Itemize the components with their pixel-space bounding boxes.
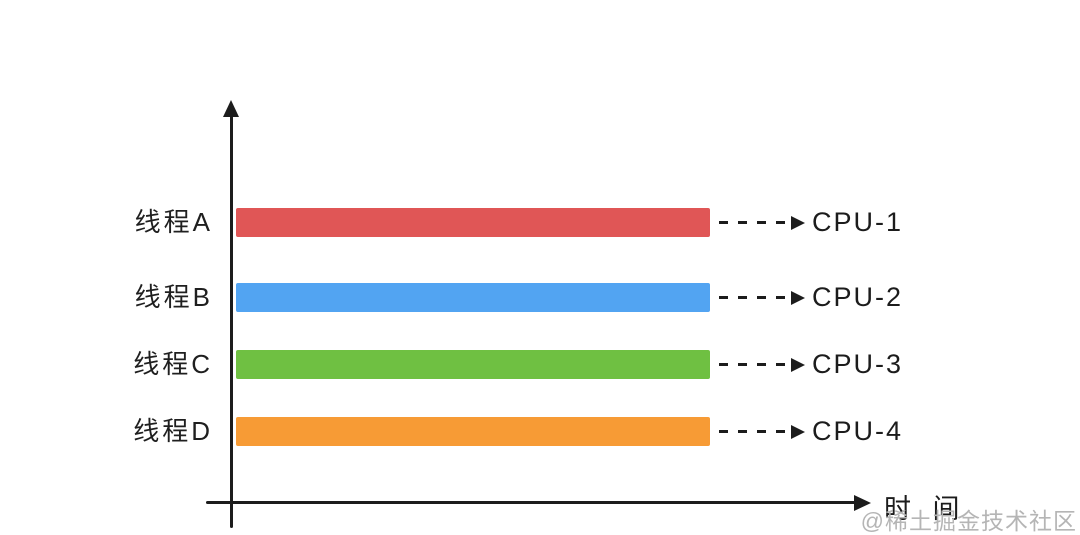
cpu-label: CPU-2 bbox=[812, 282, 904, 312]
dashed-line bbox=[719, 430, 791, 434]
thread-label: 线程C bbox=[133, 349, 213, 379]
x-axis-line bbox=[206, 501, 856, 504]
x-axis-arrow-icon bbox=[854, 494, 871, 511]
thread-execution-bar bbox=[236, 350, 710, 379]
cpu-label: CPU-3 bbox=[812, 349, 904, 379]
y-axis-line bbox=[230, 116, 233, 528]
thread-row: 线程D CPU-4 bbox=[0, 417, 1080, 446]
cpu-label: CPU-1 bbox=[812, 207, 904, 237]
dashed-arrow bbox=[719, 417, 809, 446]
arrow-head-icon bbox=[791, 290, 805, 305]
dashed-line bbox=[719, 363, 791, 367]
arrow-head-icon bbox=[791, 215, 805, 230]
thread-row: 线程B CPU-2 bbox=[0, 283, 1080, 312]
y-axis-arrow-icon bbox=[223, 100, 239, 117]
dashed-arrow bbox=[719, 350, 809, 379]
dashed-line bbox=[719, 296, 791, 300]
watermark: @稀土掘金技术社区 bbox=[860, 508, 1077, 534]
thread-row: 线程C CPU-3 bbox=[0, 350, 1080, 379]
thread-label: 线程D bbox=[133, 416, 213, 446]
thread-execution-bar bbox=[236, 208, 710, 237]
arrow-head-icon bbox=[791, 357, 805, 372]
dashed-line bbox=[719, 221, 791, 225]
thread-execution-bar bbox=[236, 417, 710, 446]
thread-execution-bar bbox=[236, 283, 710, 312]
thread-label: 线程B bbox=[134, 282, 213, 312]
thread-label: 线程A bbox=[134, 207, 213, 237]
dashed-arrow bbox=[719, 283, 809, 312]
thread-row: 线程A CPU-1 bbox=[0, 208, 1080, 237]
dashed-arrow bbox=[719, 208, 809, 237]
x-axis-label-time: 时 间 bbox=[884, 494, 967, 524]
arrow-head-icon bbox=[791, 424, 805, 439]
cpu-label: CPU-4 bbox=[812, 416, 904, 446]
